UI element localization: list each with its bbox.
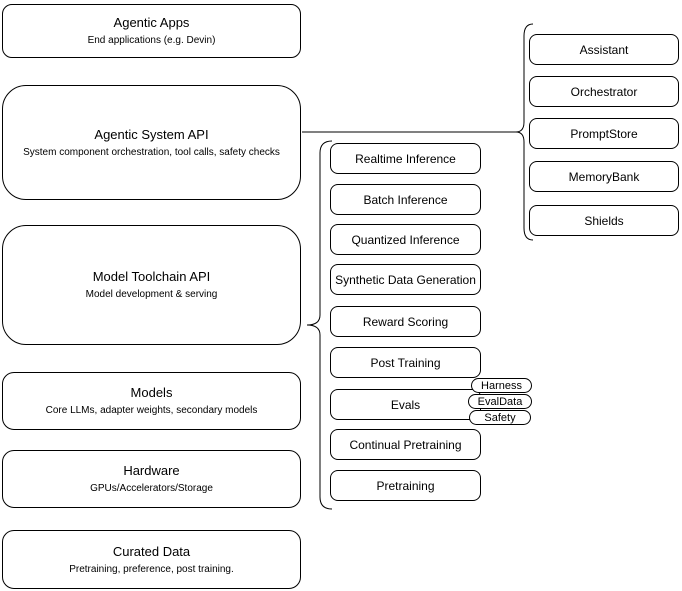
node-pretraining: Pretraining [330,470,481,501]
node-promptstore: PromptStore [529,118,679,149]
node-subtitle: End applications (e.g. Devin) [87,35,216,46]
node-subtitle: Core LLMs, adapter weights, secondary mo… [45,405,258,416]
node-memorybank: MemoryBank [529,161,679,192]
tag-evaldata: EvalData [468,394,532,409]
tag-safety: Safety [469,410,531,425]
node-title: Agentic Apps [113,15,190,30]
node-agentic-apps: Agentic Apps End applications (e.g. Devi… [2,4,301,58]
node-title: Model Toolchain API [92,269,211,284]
node-quantized-inference: Quantized Inference [330,224,481,255]
node-shields: Shields [529,205,679,236]
system-components-bracket [515,23,534,241]
node-batch-inference: Batch Inference [330,184,481,215]
node-agentic-system-api: Agentic System API System component orch… [2,85,301,200]
node-curated-data: Curated Data Pretraining, preference, po… [2,530,301,589]
tag-harness: Harness [471,378,532,393]
node-assistant: Assistant [529,34,679,65]
node-model-toolchain-api: Model Toolchain API Model development & … [2,225,301,345]
node-title: Models [130,385,173,400]
node-hardware: Hardware GPUs/Accelerators/Storage [2,450,301,508]
node-subtitle: GPUs/Accelerators/Storage [90,483,213,494]
node-models: Models Core LLMs, adapter weights, secon… [2,372,301,430]
node-evals: Evals [330,389,481,420]
toolchain-bracket [306,140,333,510]
node-title: Hardware [123,463,180,478]
node-title: Curated Data [112,543,191,559]
node-title: Agentic System API [94,126,209,142]
node-reward-scoring: Reward Scoring [330,306,481,337]
node-post-training: Post Training [330,347,481,378]
node-subtitle: Model development & serving [85,289,218,300]
node-synthetic-data-generation: Synthetic Data Generation [330,264,481,295]
node-subtitle: System component orchestration, tool cal… [23,146,280,158]
node-subtitle: Pretraining, preference, post training. [69,563,234,575]
node-continual-pretraining: Continual Pretraining [330,429,481,460]
node-realtime-inference: Realtime Inference [330,143,481,174]
node-orchestrator: Orchestrator [529,76,679,107]
